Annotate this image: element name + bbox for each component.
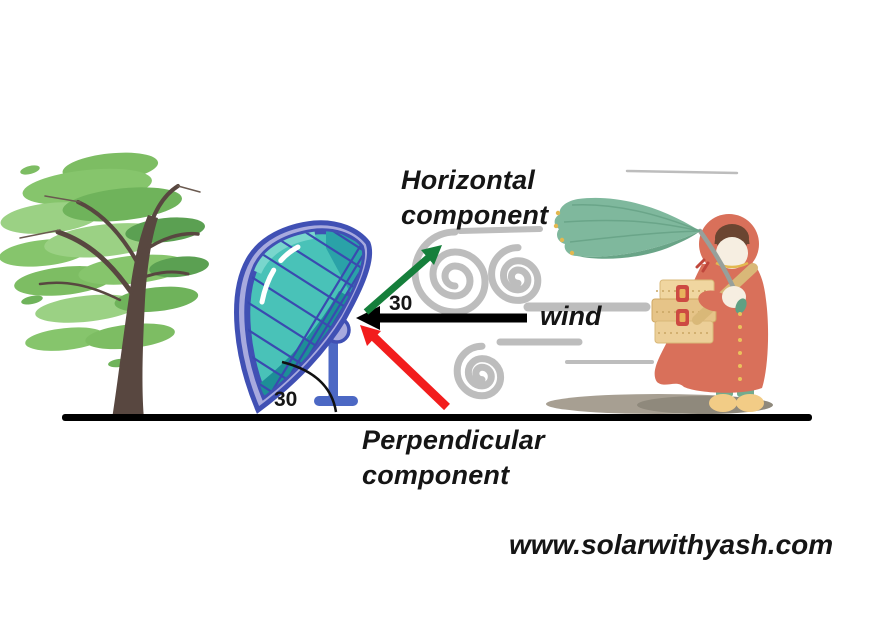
wind-angle-label: 30 <box>389 292 413 315</box>
wind-arrow <box>356 306 527 330</box>
website-label: www.solarwithyash.com <box>509 529 834 560</box>
wind-label: wind <box>540 301 602 331</box>
tree-trunk <box>112 215 158 419</box>
horizontal-component-arrow <box>363 245 442 315</box>
tree-icon <box>0 152 209 419</box>
panel-highlight <box>259 242 305 305</box>
solar-panel-icon <box>234 220 373 414</box>
umbrella-grip <box>735 298 747 314</box>
perpendicular-component-label: Perpendicular component <box>362 425 545 491</box>
horizontal-component-label: Horizontal component <box>401 165 549 231</box>
person-icon <box>553 197 769 412</box>
ground-line <box>62 414 812 421</box>
panel-angle-label: 30 <box>274 388 298 411</box>
face <box>716 237 748 269</box>
wind-swirl-icons <box>415 169 739 396</box>
panel-grid <box>247 231 363 396</box>
panel-stand-base <box>314 396 358 406</box>
umbrella-canopy <box>553 197 701 259</box>
perpendicular-component-arrow <box>360 325 450 411</box>
panel-stand-pole <box>328 330 338 400</box>
panel-angle-arc <box>281 360 338 413</box>
